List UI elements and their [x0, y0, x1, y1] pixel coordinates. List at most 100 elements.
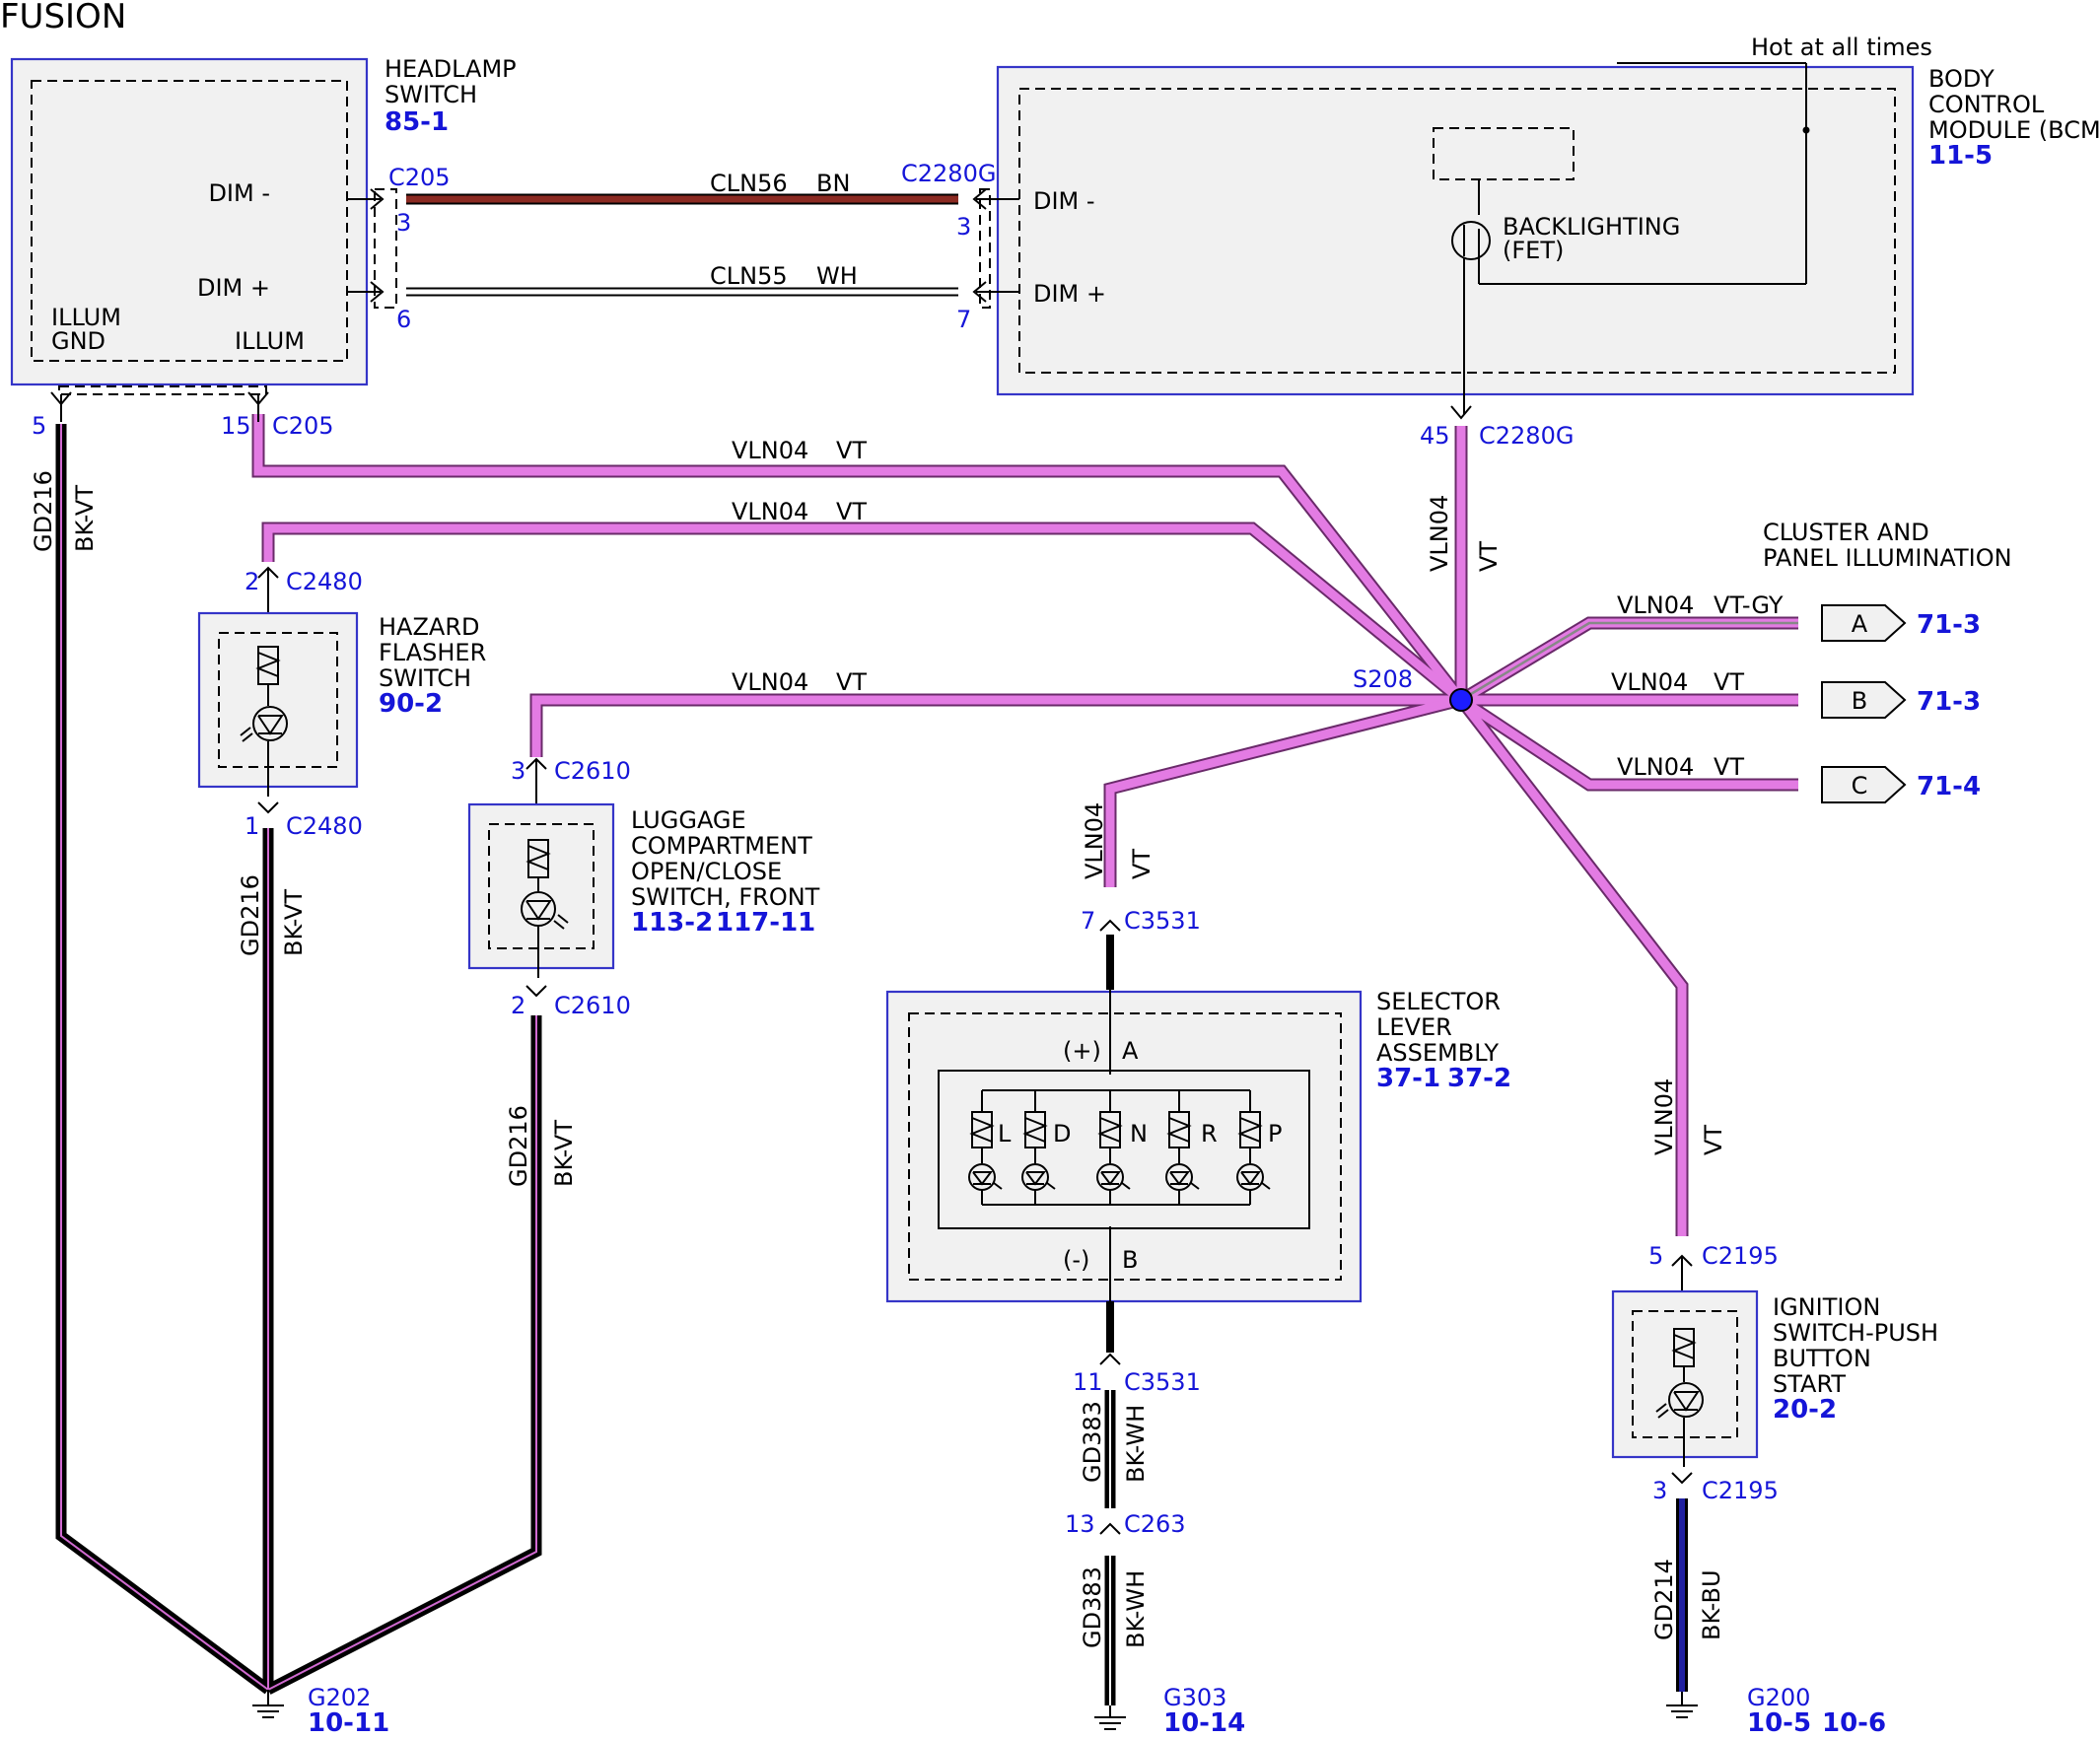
- cluster-name-1: CLUSTER AND: [1763, 519, 1929, 546]
- c263-label: C263: [1124, 1510, 1186, 1538]
- c2280g-bot-pin: 45: [1420, 422, 1450, 450]
- vt-label-sel: VT: [1128, 849, 1155, 879]
- lamp-d-label: D: [1053, 1120, 1071, 1148]
- g200-ref-1[interactable]: 10-5: [1747, 1708, 1811, 1738]
- ignition-name-3: BUTTON: [1773, 1345, 1871, 1372]
- g202-ref[interactable]: 10-11: [308, 1708, 389, 1738]
- c2480-pin1: 1: [245, 812, 259, 840]
- lamp-l: L: [968, 1090, 1012, 1205]
- vln04-label-1: VLN04: [732, 437, 808, 464]
- offpage-a[interactable]: A: [1821, 604, 1907, 642]
- offpage-a-ref[interactable]: 71-3: [1917, 610, 1981, 640]
- ignition-push-button-switch[interactable]: [1611, 1289, 1759, 1467]
- bcm-ref[interactable]: 11-5: [1928, 141, 1993, 171]
- lamp-r: R: [1165, 1090, 1218, 1205]
- gd216-label-2: GD216: [237, 874, 264, 956]
- page-title: FUSION: [0, 0, 126, 36]
- bcm-name-1: BODY: [1928, 65, 1995, 93]
- vt-label-bcm: VT: [1475, 541, 1503, 572]
- lamp-p-label: P: [1268, 1120, 1282, 1148]
- offpage-b-letter: B: [1852, 687, 1867, 715]
- ground-wire-g200: [1666, 1498, 1698, 1718]
- ground-wires-g202: [55, 424, 542, 1718]
- bkwh-label-1: BK-WH: [1122, 1405, 1150, 1483]
- hazard-flasher-switch[interactable]: [197, 611, 359, 797]
- body-control-module[interactable]: DIM - DIM + BACKLIGHTING (FET): [996, 63, 1915, 414]
- wire-cln56: [347, 188, 1019, 210]
- selector-name-3: ASSEMBLY: [1376, 1039, 1499, 1067]
- cln56-circuit: CLN56: [710, 170, 788, 197]
- cln55-circuit: CLN55: [710, 262, 788, 290]
- hazard-ref[interactable]: 90-2: [379, 689, 443, 719]
- splice-s208[interactable]: [1449, 688, 1473, 712]
- lamp-r-label: R: [1201, 1120, 1218, 1148]
- vt-label-3: VT: [836, 668, 867, 696]
- offpage-b[interactable]: B: [1821, 681, 1907, 719]
- c2195-pin5: 5: [1648, 1242, 1663, 1270]
- c2610-label-a: C2610: [554, 757, 631, 785]
- cln56-color: BN: [816, 170, 850, 197]
- vln04-label-bcm: VLN04: [1426, 495, 1453, 572]
- lamp-n: N: [1096, 1090, 1148, 1205]
- g200-ref-2[interactable]: 10-6: [1822, 1708, 1886, 1738]
- bkvt-label-3: BK-VT: [550, 1120, 578, 1187]
- vt-label-c: VT: [1714, 753, 1744, 781]
- bcm-dim-minus-label: DIM -: [1033, 187, 1095, 215]
- bkvt-label-2: BK-VT: [280, 889, 308, 956]
- gd216-label-3: GD216: [505, 1105, 532, 1187]
- c2195-label-b: C2195: [1702, 1477, 1779, 1504]
- selector-ref-2[interactable]: 37-2: [1447, 1064, 1511, 1093]
- bcm-name-3: MODULE (BCM): [1928, 116, 2100, 144]
- splice-label: S208: [1353, 665, 1413, 693]
- c2610-label-b: C2610: [554, 992, 631, 1019]
- hazard-name-3: SWITCH: [379, 664, 471, 692]
- vt-label-2: VT: [836, 498, 867, 525]
- selector-lever-assembly[interactable]: (+) A (-) B L D: [885, 986, 1363, 1331]
- luggage-lamp-icon: [521, 891, 556, 927]
- hs-ref[interactable]: 85-1: [385, 107, 449, 137]
- selector-name-1: SELECTOR: [1376, 988, 1501, 1015]
- hs-name-2: SWITCH: [385, 81, 477, 108]
- g202-name: G202: [308, 1684, 371, 1711]
- g303-ref[interactable]: 10-14: [1163, 1708, 1245, 1738]
- lamp-l-label: L: [998, 1120, 1012, 1148]
- lamp-p: P: [1236, 1090, 1282, 1205]
- luggage-ref-1[interactable]: 113-2: [631, 908, 713, 938]
- c2280g-pin7: 7: [956, 306, 971, 333]
- ignition-ref[interactable]: 20-2: [1773, 1395, 1837, 1425]
- luggage-ref-2[interactable]: 117-11: [716, 908, 815, 938]
- vtgy-label-a: VT-GY: [1714, 591, 1784, 619]
- vt-label-b: VT: [1714, 668, 1744, 696]
- c3531-pin7: 7: [1081, 907, 1095, 935]
- offpage-b-ref[interactable]: 71-3: [1917, 687, 1981, 717]
- offpage-c-ref[interactable]: 71-4: [1917, 772, 1981, 801]
- hazard-name-2: FLASHER: [379, 639, 486, 666]
- c205-pin3: 3: [396, 209, 411, 237]
- bkbu-label: BK-BU: [1698, 1569, 1725, 1640]
- c2480-pin2: 2: [245, 568, 259, 595]
- c205-pin6: 6: [396, 306, 411, 333]
- ground-wire-g303: [1094, 1390, 1126, 1730]
- bkvt-label-1: BK-VT: [71, 485, 99, 552]
- selector-ref-1[interactable]: 37-1: [1376, 1064, 1440, 1093]
- c2480-label-a: C2480: [286, 568, 363, 595]
- c2280g-top-label: C2280G: [901, 160, 996, 187]
- g200-name: G200: [1747, 1684, 1810, 1711]
- c205-housing: [374, 188, 397, 309]
- c2610-pin3: 3: [511, 757, 525, 785]
- luggage-name-3: OPEN/CLOSE: [631, 858, 782, 885]
- selector-pin-a: A: [1122, 1037, 1139, 1065]
- luggage-compartment-switch[interactable]: [467, 802, 615, 978]
- offpage-c-letter: C: [1852, 772, 1868, 800]
- gd214-label: GD214: [1650, 1559, 1678, 1640]
- hs-illum-gnd-label-2: GND: [51, 327, 105, 355]
- lamp-n-label: N: [1130, 1120, 1148, 1148]
- offpage-c[interactable]: C: [1821, 766, 1907, 803]
- c2610-pin2: 2: [511, 992, 525, 1019]
- ignition-name-2: SWITCH-PUSH: [1773, 1319, 1938, 1347]
- luggage-name-2: COMPARTMENT: [631, 832, 812, 860]
- hazard-lamp-icon: [252, 706, 288, 741]
- gd383-label-2: GD383: [1079, 1566, 1106, 1648]
- headlamp-switch[interactable]: DIM - DIM + ILLUM GND ILLUM: [10, 57, 369, 386]
